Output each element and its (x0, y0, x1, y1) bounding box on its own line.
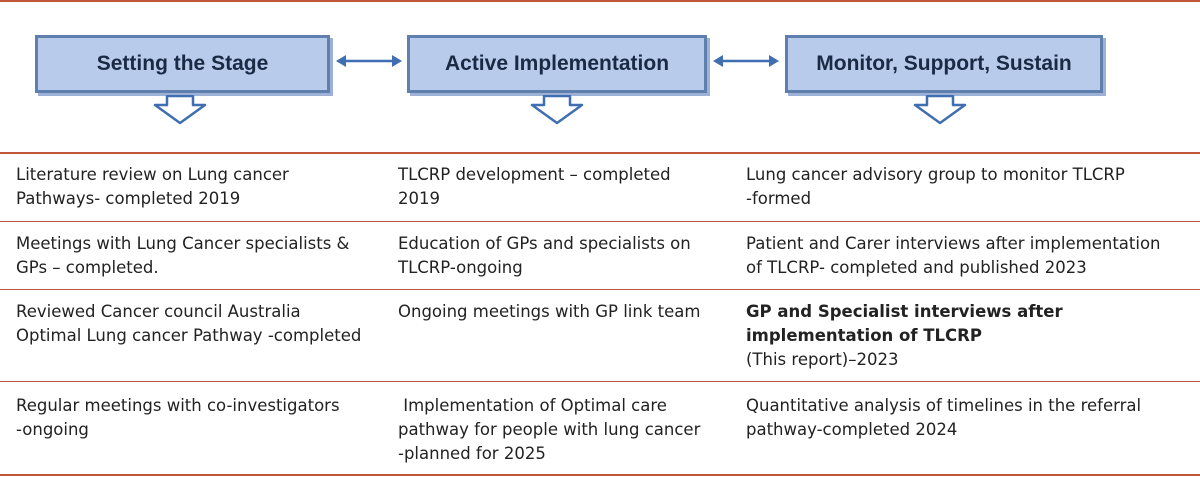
cell-line: Quantitative analysis of timelines in th… (746, 396, 1142, 415)
row-divider-3 (0, 381, 1200, 382)
header-divider (0, 152, 1200, 154)
cell-line: Lung cancer advisory group to monitor TL… (746, 165, 1125, 184)
double-arrow-icon (336, 55, 402, 67)
cell-line: TLCRP development – completed (398, 165, 671, 184)
cell-line: GPs – completed. (16, 258, 159, 277)
cell-line: Patient and Carer interviews after imple… (746, 234, 1161, 253)
cell-line: -planned for 2025 (398, 444, 546, 463)
top-rule (0, 0, 1200, 2)
row-2-col-1: Meetings with Lung Cancer specialists & … (16, 232, 349, 280)
row-2-col-2: Education of GPs and specialists on TLCR… (398, 232, 691, 280)
cell-line: Literature review on Lung cancer (16, 165, 289, 184)
cell-line: Regular meetings with co-investigators (16, 396, 340, 415)
row-1-col-3: Lung cancer advisory group to monitor TL… (746, 163, 1125, 211)
row-4-col-1: Regular meetings with co-investigators -… (16, 394, 340, 442)
row-1-col-2: TLCRP development – completed 2019 (398, 163, 671, 211)
row-4-col-2: Implementation of Optimal care pathway f… (398, 394, 700, 466)
cell-line: Education of GPs and specialists on (398, 234, 691, 253)
stage-box-setting-the-stage: Setting the Stage (35, 35, 330, 93)
cell-line: Reviewed Cancer council Australia (16, 302, 301, 321)
stage-box-monitor-support-sustain: Monitor, Support, Sustain (785, 35, 1103, 93)
row-4-col-3: Quantitative analysis of timelines in th… (746, 394, 1141, 442)
cell-line: TLCRP-ongoing (398, 258, 523, 277)
cell-line-bold: implementation of TLCRP (746, 326, 982, 345)
bottom-rule (0, 474, 1200, 476)
cell-line: Ongoing meetings with GP link team (398, 302, 701, 321)
down-arrow-icon (530, 95, 584, 125)
row-3-col-1: Reviewed Cancer council Australia Optima… (16, 300, 361, 348)
row-3-col-2: Ongoing meetings with GP link team (398, 300, 700, 324)
cell-line: -formed (746, 189, 812, 208)
down-arrow-icon (153, 95, 207, 125)
cell-line: pathway-completed 2024 (746, 420, 958, 439)
cell-line: Implementation of Optimal care (398, 396, 667, 415)
cell-line: -ongoing (16, 420, 89, 439)
cell-line: Optimal Lung cancer Pathway -completed (16, 326, 362, 345)
down-arrow-icon (913, 95, 967, 125)
row-2-col-3: Patient and Carer interviews after imple… (746, 232, 1161, 280)
row-1-col-1: Literature review on Lung cancer Pathway… (16, 163, 289, 211)
cell-line: Meetings with Lung Cancer specialists & (16, 234, 350, 253)
cell-line: pathway for people with lung cancer (398, 420, 701, 439)
cell-line-bold: GP and Specialist interviews after (746, 302, 1063, 321)
cell-line: (This report)–2023 (746, 350, 899, 369)
cell-line: Pathways- completed 2019 (16, 189, 241, 208)
cell-line: of TLCRP- completed and published 2023 (746, 258, 1087, 277)
row-3-col-3: GP and Specialist interviews after imple… (746, 300, 1063, 372)
double-arrow-icon (713, 55, 779, 67)
row-divider-2 (0, 289, 1200, 290)
row-divider-1 (0, 221, 1200, 222)
stage-box-active-implementation: Active Implementation (407, 35, 707, 93)
cell-line: 2019 (398, 189, 440, 208)
